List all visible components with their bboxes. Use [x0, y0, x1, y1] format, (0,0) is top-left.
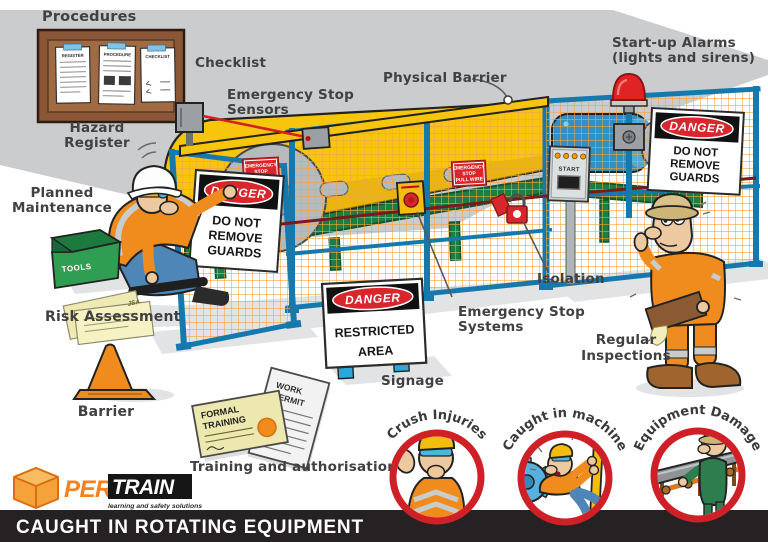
danger-oval [332, 286, 414, 311]
svg-text:GUARDS: GUARDS [207, 243, 262, 261]
logo-train-box [108, 474, 192, 499]
svg-text:STOP: STOP [254, 169, 268, 176]
sensor-pole [186, 130, 193, 146]
badge-ring [650, 427, 746, 523]
inspector-nose [644, 226, 662, 240]
callout-lines [416, 78, 549, 298]
svg-text:RESTRICTED: RESTRICTED [334, 322, 414, 340]
start-button-label: START [558, 167, 580, 174]
svg-text:Maintenance: Maintenance [12, 200, 112, 216]
formal-training-card: FORMAL TRAINING [191, 389, 289, 459]
svg-text:DANGER: DANGER [669, 119, 725, 136]
badge-ring [389, 429, 485, 525]
doc-title-procedure: PROCEDURE [104, 52, 132, 57]
svg-text:PULL WIRE: PULL WIRE [456, 176, 484, 183]
alarm-light-icon [611, 72, 647, 101]
motion-marks [137, 142, 157, 159]
danger-sign-right: DANGER DO NOT REMOVE GUARDS [646, 106, 745, 196]
startup-alarm [610, 72, 648, 218]
badge-ring [517, 430, 613, 526]
diagram-labels: Procedures Checklist Hazard Register Eme… [12, 9, 755, 475]
pertrain-logo: PER TRAIN learning and safety solutions [13, 467, 202, 510]
logo-text-train: TRAIN [112, 476, 175, 499]
motion-marks [629, 201, 742, 344]
svg-text:REMOVE: REMOVE [208, 228, 263, 246]
worker-hand [222, 184, 238, 200]
start-control-panel: START [489, 145, 591, 285]
svg-text:AREA: AREA [358, 343, 394, 359]
maintenance-worker [107, 142, 238, 306]
svg-text:Inspections: Inspections [581, 348, 671, 364]
label-emergency-stop-sensors: Emergency Stop [227, 87, 354, 103]
seal-icon [257, 417, 277, 438]
svg-text:Register: Register [64, 135, 130, 151]
label-hazard-register: Hazard [70, 120, 125, 136]
training-documents: WORK PERMIT FORMAL TRAINING [191, 366, 331, 470]
traffic-cone-icon [72, 343, 157, 400]
doc-title-checklist: CHECKLIST [145, 54, 170, 59]
label-regular-inspections: Regular [596, 332, 657, 348]
start-button[interactable] [556, 174, 581, 191]
tool-bar-icon [128, 276, 208, 297]
poster-title: CAUGHT IN ROTATING EQUIPMENT [16, 517, 364, 538]
logo-text-per: PER [64, 476, 113, 503]
svg-text:DO NOT: DO NOT [212, 213, 262, 230]
sensor-beam [202, 114, 307, 139]
label-training-authorisation: Training and authorisation [190, 459, 397, 475]
inspector-hand-pointing [633, 232, 649, 252]
svg-text:STOP: STOP [462, 171, 476, 178]
inspector-boot [646, 364, 693, 389]
callout-dot [503, 95, 513, 105]
worker-boot [192, 286, 230, 306]
label-signage: Signage [381, 373, 444, 389]
label-physical-barrier: Physical Barrier [383, 70, 507, 86]
pull-wire-sign-text: EMERGENCY [244, 162, 277, 170]
pull-wire-sign-right: EMERGENCY STOP PULL WIRE [450, 159, 488, 188]
board-doc-procedure: PROCEDURE [97, 42, 137, 105]
estop-button-box [395, 180, 427, 216]
alarm-pole [626, 110, 632, 218]
board-doc-checklist: CHECKLIST [139, 44, 177, 103]
physical-barrier-rail [179, 95, 549, 158]
label-emergency-stop-systems: Emergency Stop [458, 304, 585, 320]
logo-cube-icon [13, 467, 59, 509]
isolation-lock-icon [489, 193, 528, 224]
svg-text:REMOVE: REMOVE [670, 158, 721, 173]
title-banner: CAUGHT IN ROTATING EQUIPMENT [0, 510, 768, 542]
emergency-stop-sensors [175, 102, 331, 150]
svg-text:EMERGENCY: EMERGENCY [452, 164, 485, 172]
logo-tagline: learning and safety solutions [108, 503, 202, 510]
gear-icon [524, 457, 551, 507]
danger-oval [660, 115, 734, 139]
tools-label: TOOLS [61, 262, 92, 274]
label-isolation: Isolation [537, 271, 605, 287]
tools-box: TOOLS [49, 229, 123, 290]
doc-title-register: REGISTER [62, 53, 85, 58]
bulletin-board: REGISTER PROCEDURE CHECKLIST [36, 28, 186, 124]
jsa-label: JSA [127, 298, 141, 308]
svg-text:Systems: Systems [458, 319, 524, 335]
label-risk-assessment: Risk Assessment [45, 309, 181, 325]
inspector [629, 192, 742, 389]
label-barrier: Barrier [78, 404, 135, 420]
svg-text:DANGER: DANGER [345, 290, 401, 307]
restricted-area-sign: DANGER RESTRICTED AREA [320, 277, 428, 380]
danger-sign-left: DANGER DO NOT REMOVE GUARDS [188, 168, 285, 273]
svg-text:DO NOT: DO NOT [673, 145, 718, 159]
sensor-receiver-icon [301, 126, 331, 150]
svg-text:GUARDS: GUARDS [669, 171, 720, 186]
label-planned-maintenance: Planned [30, 185, 93, 201]
label-procedures: Procedures [42, 9, 137, 25]
alarm-siren-icon [613, 123, 645, 151]
svg-text:Sensors: Sensors [227, 102, 289, 118]
hazard-badge-crush-injuries: Crush Injuries [384, 408, 490, 525]
panel-indicator-lights [554, 152, 587, 160]
svg-text:(lights and sirens): (lights and sirens) [612, 50, 755, 66]
jsa-documents: JSA [62, 289, 155, 346]
board-doc-register: REGISTER [54, 43, 92, 104]
label-checklist: Checklist [195, 55, 267, 71]
worker-nose [159, 200, 179, 216]
label-startup-alarms: Start-up Alarms [612, 35, 736, 51]
